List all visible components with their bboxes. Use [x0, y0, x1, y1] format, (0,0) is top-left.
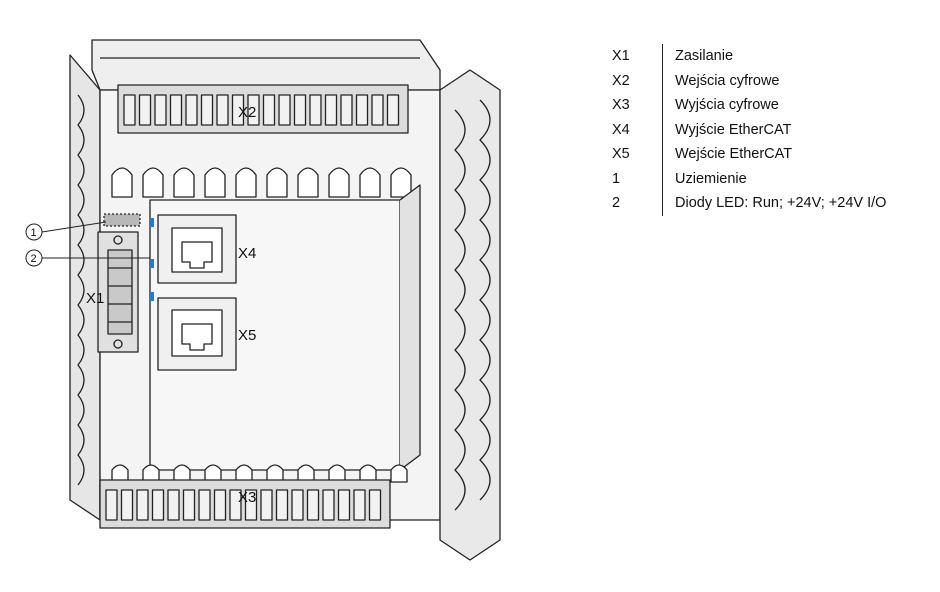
ground-pad	[103, 213, 141, 227]
x3-pin	[244, 489, 258, 521]
cooling-fins	[111, 167, 412, 198]
legend-divider	[662, 191, 663, 216]
x2-pin	[309, 94, 322, 126]
x3-pin	[213, 489, 227, 521]
x3-pin	[353, 489, 366, 521]
x2-pin	[247, 94, 260, 126]
x3-pin	[105, 489, 118, 521]
legend-key: 1	[612, 170, 621, 187]
legend-value: Diody LED: Run; +24V; +24V I/O	[675, 195, 887, 212]
x2-pin	[169, 94, 183, 126]
x2-pin	[278, 94, 291, 126]
x3-pin	[182, 489, 196, 521]
x3-pin	[229, 489, 242, 521]
fin	[173, 167, 195, 198]
legend-value: Uziemienie	[675, 170, 747, 187]
x3-pin	[368, 489, 382, 521]
x2-pin	[216, 94, 229, 126]
legend-key: X1	[612, 48, 630, 65]
legend-row: X1 Zasilanie	[612, 44, 932, 69]
fin	[359, 167, 381, 198]
x3-pins	[105, 489, 382, 521]
device-illustration: 1 2 X2 X4 X5 X1 X3	[25, 39, 501, 561]
fin	[297, 167, 319, 198]
legend-key: X3	[612, 97, 630, 114]
housing	[69, 54, 101, 521]
x3-pin	[275, 489, 289, 521]
x3-label: X3	[238, 489, 256, 506]
legend-value: Wejścia cyfrowe	[675, 72, 780, 89]
fin	[390, 464, 408, 483]
fin	[204, 167, 226, 198]
x2-pin	[138, 94, 152, 126]
device-diagram: 1 2 X2 X4 X5 X1 X3	[25, 39, 501, 561]
legend-value: Zasilanie	[675, 48, 734, 65]
x3-pin	[151, 489, 165, 521]
x1-label: X1	[86, 290, 104, 307]
legend-divider	[662, 142, 663, 167]
legend-value: Wyjścia cyfrowe	[675, 97, 779, 114]
x3-pin	[306, 489, 320, 521]
x3-pin	[167, 489, 180, 521]
x2-pin	[200, 94, 214, 126]
x2-pin	[123, 94, 136, 126]
fin	[142, 167, 164, 198]
status-leds	[150, 218, 154, 301]
x2-pins	[123, 94, 400, 126]
x3-pin	[198, 489, 211, 521]
side-heatsink	[439, 69, 501, 561]
x2-pin	[386, 94, 400, 126]
legend-row: X3 Wyjścia cyfrowe	[612, 93, 932, 118]
fin	[235, 167, 257, 198]
legend-divider	[662, 68, 663, 93]
legend-row: X4 Wyjście EtherCAT	[612, 117, 932, 142]
led-24v-io	[150, 292, 154, 301]
legend-key: X5	[612, 146, 630, 163]
x3-pin	[120, 489, 134, 521]
legend-divider	[662, 117, 663, 142]
legend-value: Wyjście EtherCAT	[675, 121, 792, 138]
x2-label: X2	[238, 104, 256, 121]
x3-pin	[322, 489, 335, 521]
legend-row: X5 Wejście EtherCAT	[612, 142, 932, 167]
legend-key: X2	[612, 72, 630, 89]
x3-pin	[291, 489, 304, 521]
led-24v	[150, 259, 154, 268]
legend-key: X4	[612, 121, 630, 138]
legend-divider	[662, 93, 663, 118]
fin	[390, 167, 412, 198]
x4-label: X4	[238, 245, 256, 262]
legend-row: 2 Diody LED: Run; +24V; +24V I/O	[612, 191, 932, 216]
x3-pin	[136, 489, 149, 521]
x3-pin	[337, 489, 351, 521]
x2-pin	[154, 94, 167, 126]
fin	[111, 167, 133, 198]
x2-pin	[371, 94, 384, 126]
legend-key: 2	[612, 195, 621, 212]
x2-pin	[293, 94, 307, 126]
led-run	[150, 218, 154, 227]
bottom-fins	[111, 464, 408, 483]
legend-row: 1 Uziemienie	[612, 166, 932, 191]
x2-pin	[355, 94, 369, 126]
legend-divider	[662, 44, 663, 69]
x2-pin	[231, 94, 245, 126]
x2-pin	[324, 94, 338, 126]
x3-pin	[260, 489, 273, 521]
x5-label: X5	[238, 327, 256, 344]
legend-divider	[662, 166, 663, 191]
legend-value: Wejście EtherCAT	[675, 146, 793, 163]
callout-2-label: 2	[31, 253, 37, 265]
legend-row: X2 Wejścia cyfrowe	[612, 68, 932, 93]
x2-pin	[262, 94, 276, 126]
fin	[266, 167, 288, 198]
top-rail	[91, 39, 441, 91]
callout-1-label: 1	[31, 227, 37, 239]
x2-pin	[340, 94, 353, 126]
x2-pin	[185, 94, 198, 126]
fin	[328, 167, 350, 198]
